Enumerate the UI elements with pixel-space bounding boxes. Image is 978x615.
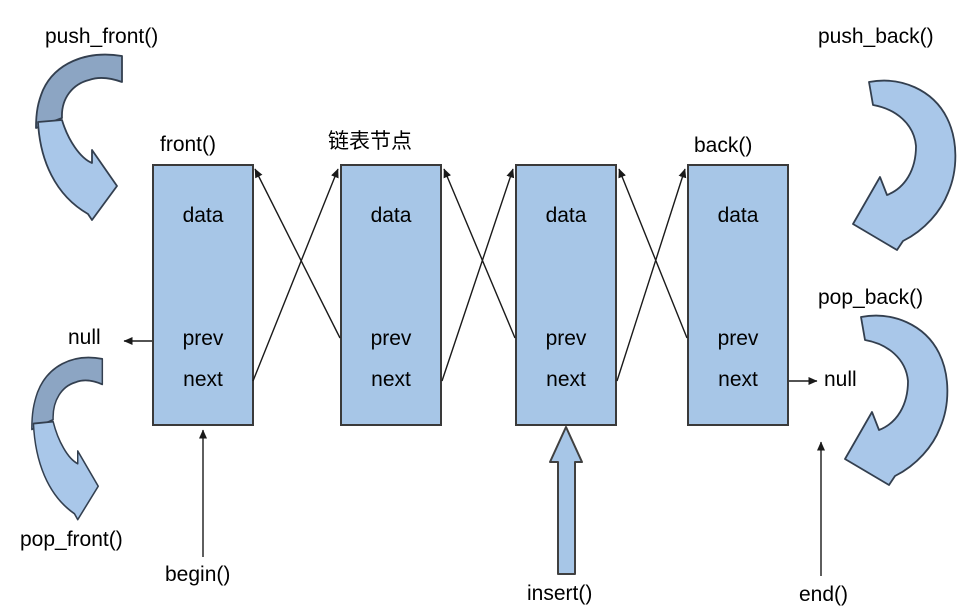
list-node-1: data prev next xyxy=(152,164,254,426)
insert-block-arrow-icon xyxy=(549,426,583,575)
node-field-prev: prev xyxy=(370,327,412,350)
node-caption: 链表节点 xyxy=(328,130,412,153)
prev-pointer-arrow-3to2 xyxy=(443,168,516,339)
next-pointer-arrow-2to3 xyxy=(441,168,515,382)
prev-pointer-arrow-4to3 xyxy=(618,168,688,339)
node-field-next: next xyxy=(371,368,411,391)
push-front-label: push_front() xyxy=(45,25,159,48)
end-label: end() xyxy=(799,583,849,606)
pop-front-label: pop_front() xyxy=(20,528,123,551)
back-label: back() xyxy=(694,134,753,157)
pop-front-curved-arrow-icon xyxy=(30,356,104,521)
pop-back-label: pop_back() xyxy=(818,286,924,309)
node-field-prev: prev xyxy=(717,327,759,350)
prev-pointer-arrow-2to1 xyxy=(254,168,341,339)
node-field-next: next xyxy=(546,368,586,391)
list-node-3: data prev next xyxy=(515,164,617,426)
node-field-next: next xyxy=(718,368,758,391)
pop-back-curved-arrow-icon xyxy=(844,314,949,486)
list-node-2: data prev next xyxy=(340,164,442,426)
begin-label: begin() xyxy=(165,563,231,586)
push-back-curved-arrow-icon xyxy=(852,79,957,251)
node-field-data: data xyxy=(717,204,759,227)
null-right-label: null xyxy=(824,368,857,391)
next-pointer-arrow-3to4 xyxy=(616,168,687,382)
node-field-data: data xyxy=(545,204,587,227)
node-field-next: next xyxy=(183,368,223,391)
list-node-4: data prev next xyxy=(687,164,789,426)
node-field-prev: prev xyxy=(545,327,587,350)
front-label: front() xyxy=(160,133,217,156)
next-pointer-arrow-1to2 xyxy=(252,168,339,382)
node-field-data: data xyxy=(370,204,412,227)
null-left-label: null xyxy=(68,326,101,349)
push-front-curved-arrow-icon xyxy=(35,53,123,221)
insert-label: insert() xyxy=(527,582,593,605)
node-field-prev: prev xyxy=(182,327,224,350)
node-field-data: data xyxy=(182,204,224,227)
push-back-label: push_back() xyxy=(818,25,934,48)
